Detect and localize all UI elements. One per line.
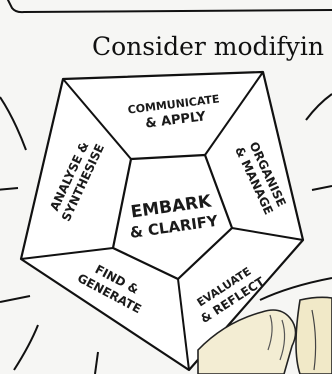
sketch-stroke — [95, 352, 98, 374]
sketch-stroke — [312, 186, 332, 190]
sketch-stroke — [306, 94, 332, 120]
caption-text: Consider modifyin — [92, 32, 324, 61]
sketch-stroke — [14, 325, 38, 370]
sketch-stroke — [0, 97, 26, 150]
sketch-stroke — [0, 188, 18, 190]
sketch-stroke — [0, 296, 30, 302]
caption-frame-line — [6, 0, 332, 12]
